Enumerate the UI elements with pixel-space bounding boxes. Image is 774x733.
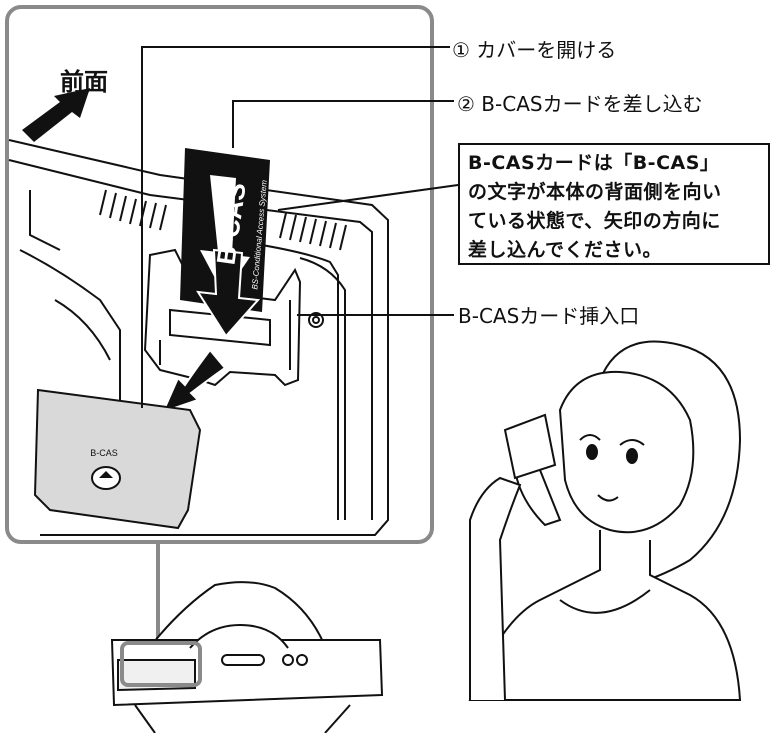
front-label: 前面 xyxy=(60,68,108,96)
monitor-rear-view xyxy=(110,581,384,733)
slot-label: B-CASカード挿入口 xyxy=(458,304,640,328)
step2-label: ② B-CASカードを差し込む xyxy=(457,92,703,116)
open-arrow-icon xyxy=(161,348,227,414)
woman-illustration xyxy=(468,340,742,701)
note-line: B-CASカードは「B-CAS」 xyxy=(468,152,720,174)
slot-cover xyxy=(33,388,202,530)
note-line: ている状態で、矢印の方向に xyxy=(468,210,721,232)
zoom-highlight xyxy=(120,641,202,687)
note-line: の文字が本体の背面側を向い xyxy=(468,181,722,203)
front-arrow-icon xyxy=(22,88,90,142)
step1-label: ① カバーを開ける xyxy=(452,38,617,62)
instruction-note-box: B-CASカードは「B-CAS」 の文字が本体の背面側を向い ている状態で、矢印… xyxy=(458,143,770,265)
vent-slots xyxy=(99,189,347,251)
insert-arrow-icon xyxy=(196,248,261,338)
cover-logo: B-CAS xyxy=(90,448,118,458)
note-line: 差し込んでください。 xyxy=(468,239,663,261)
leader-lines xyxy=(141,46,459,408)
